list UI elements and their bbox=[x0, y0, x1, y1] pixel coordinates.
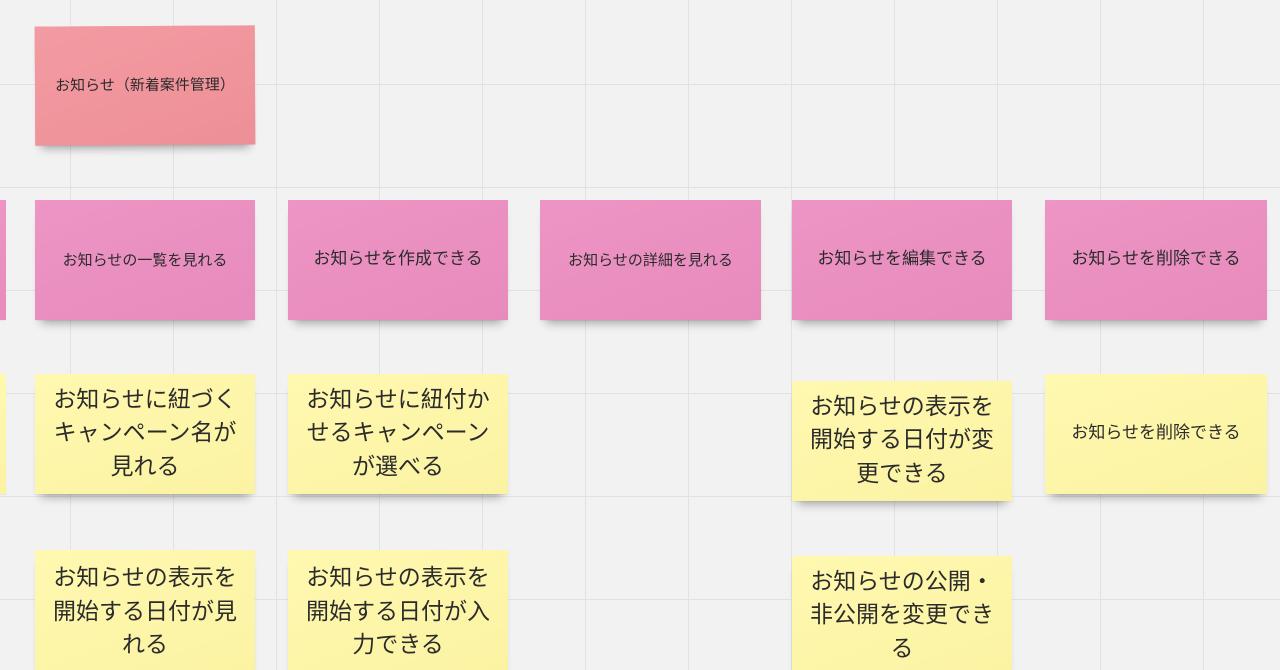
offscreen-activity-note[interactable] bbox=[0, 200, 6, 320]
sticky-note-activity-edit[interactable]: お知らせを編集できる bbox=[792, 200, 1012, 320]
sticky-note-story-edit-start-date[interactable]: お知らせの表示を開始する日付が変更できる bbox=[792, 381, 1012, 501]
sticky-note-activity-list[interactable]: お知らせの一覧を見れる bbox=[35, 200, 255, 320]
sticky-note-text: お知らせの表示を開始する日付が入力できる bbox=[306, 565, 490, 659]
sticky-note-text: お知らせの表示を開始する日付が変更できる bbox=[810, 393, 994, 487]
sticky-note-text: お知らせを削除できる bbox=[1071, 423, 1241, 444]
sticky-note-activity-create[interactable]: お知らせを作成できる bbox=[288, 200, 508, 320]
sticky-note-activity-detail[interactable]: お知らせの詳細を見れる bbox=[540, 200, 761, 320]
sticky-note-text: お知らせの一覧を見れる bbox=[62, 250, 228, 269]
sticky-note-story-edit-visibility[interactable]: お知らせの公開・非公開を変更できる bbox=[792, 556, 1012, 670]
sticky-note-text: お知らせの詳細を見れる bbox=[568, 250, 733, 269]
sticky-note-text: お知らせを編集できる bbox=[817, 249, 987, 270]
sticky-note-text: お知らせを作成できる bbox=[313, 249, 483, 270]
offscreen-story-note[interactable] bbox=[0, 374, 6, 494]
sticky-note-header-notices[interactable]: お知らせ（新着案件管理） bbox=[34, 25, 256, 146]
sticky-note-activity-delete[interactable]: お知らせを削除できる bbox=[1045, 200, 1267, 320]
sticky-note-text: お知らせに紐付かせるキャンペーンが選べる bbox=[306, 386, 490, 480]
sticky-note-text: お知らせの表示を開始する日付が見れる bbox=[53, 565, 237, 659]
sticky-note-story-list-start-date[interactable]: お知らせの表示を開始する日付が見れる bbox=[35, 550, 255, 670]
sticky-note-text: お知らせ（新着案件管理） bbox=[55, 75, 235, 95]
sticky-note-text: お知らせに紐づくキャンペーン名が見れる bbox=[53, 386, 237, 480]
sticky-note-text: お知らせの公開・非公開を変更できる bbox=[810, 568, 994, 662]
sticky-note-story-list-campaign[interactable]: お知らせに紐づくキャンペーン名が見れる bbox=[35, 374, 255, 494]
sticky-note-story-create-campaign[interactable]: お知らせに紐付かせるキャンペーンが選べる bbox=[288, 374, 508, 494]
sticky-note-text: お知らせを削除できる bbox=[1071, 249, 1241, 270]
sticky-note-story-create-start-date[interactable]: お知らせの表示を開始する日付が入力できる bbox=[288, 550, 508, 670]
sticky-note-story-delete[interactable]: お知らせを削除できる bbox=[1045, 374, 1267, 494]
